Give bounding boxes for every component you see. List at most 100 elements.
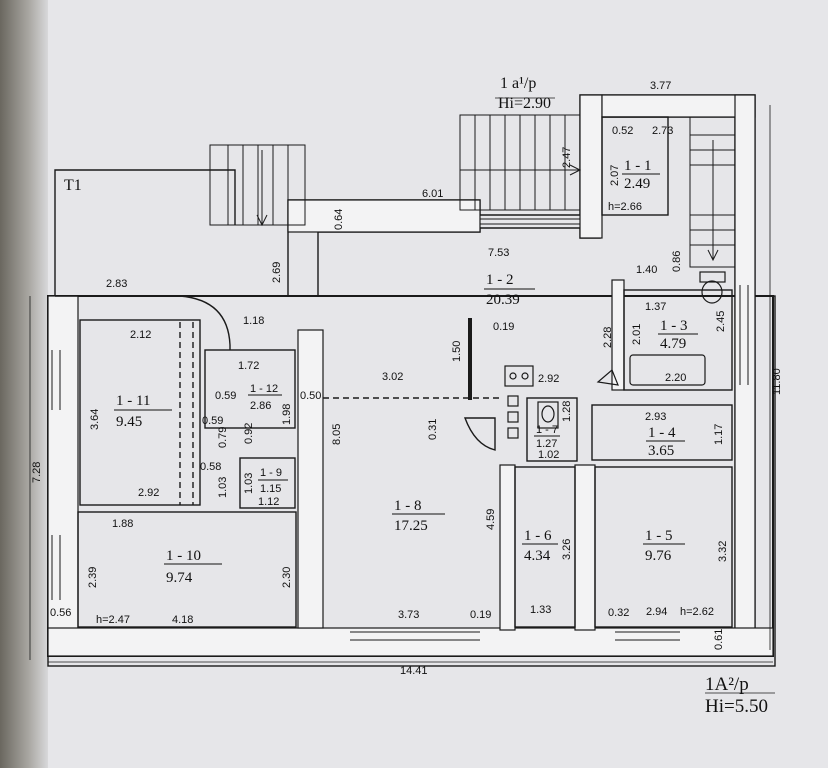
dim-label: 2.92 [138, 487, 159, 499]
room-1-11-outline [79, 319, 201, 506]
dim-label: 3.02 [382, 371, 403, 383]
dim-label: 1.72 [238, 360, 259, 372]
room-1-3-outline [623, 289, 733, 391]
wall-left-block [47, 295, 79, 632]
dim-label: 14.41 [400, 665, 428, 677]
dim-label: 8.05 [331, 424, 343, 445]
room-id: 1 - 7 [536, 424, 558, 436]
dim-label: 1.12 [258, 496, 279, 508]
room-area: 9.45 [116, 414, 142, 430]
dim-label: 1.50 [451, 341, 463, 362]
room-1-9: 1 - 9 1.15 [258, 467, 288, 495]
dim-label: 2.20 [665, 372, 686, 384]
toilet-icon [699, 271, 726, 304]
vent-icon [507, 395, 519, 439]
dim-label: 2.83 [106, 278, 127, 290]
dim-label: 2.01 [631, 324, 643, 345]
window [350, 631, 480, 641]
page-edge-shadow [0, 0, 48, 768]
stair-top [459, 114, 582, 211]
room-area: 1.27 [536, 438, 557, 450]
dim-label: 2.92 [538, 373, 559, 385]
stair-right [689, 116, 736, 268]
dim-label: 0.52 [612, 125, 633, 137]
window [480, 218, 580, 225]
dim-label: 0.64 [333, 209, 345, 230]
room-id: 1 - 2 [486, 272, 514, 288]
wall-right-outer [734, 94, 756, 656]
room-area: 9.76 [645, 548, 672, 564]
dim-label: 1.03 [243, 473, 255, 494]
wall-room5-left [574, 464, 596, 631]
room-1-9-outline [239, 457, 296, 509]
room-1-5-outline [594, 466, 733, 628]
dim-label: 2.30 [281, 567, 293, 588]
room-id: 1 - 11 [116, 393, 150, 409]
height-label-top: Hi=2.90 [498, 95, 551, 112]
room-area: 2.86 [250, 400, 271, 412]
room-area: 2.49 [624, 176, 650, 192]
dim-label: 0.31 [427, 419, 439, 440]
dim-label: 2.28 [602, 327, 614, 348]
sink-corner-icon [596, 368, 619, 386]
room-1-12: 1 - 12 2.86 [248, 383, 282, 412]
room-1-6: 1 - 6 4.34 [522, 528, 558, 564]
dim-label: 0.59 [202, 415, 223, 427]
dim-label: 1.33 [530, 604, 551, 616]
room-1-8: 1 - 8 17.25 [392, 498, 445, 534]
window [51, 535, 61, 600]
stair-left [209, 144, 306, 227]
dim-label: 2.69 [271, 262, 283, 283]
room-id: 1 - 3 [660, 318, 688, 334]
dim-label: 1.37 [645, 301, 666, 313]
block-label-bottom: 1А²/р [705, 674, 749, 695]
dim-label: 2.93 [645, 411, 666, 423]
dim-label: 2.73 [652, 125, 673, 137]
dim-label: 1.28 [561, 401, 573, 422]
dim-label: 1.03 [217, 477, 229, 498]
dim-label: 6.01 [422, 188, 443, 200]
dim-label: 1.17 [713, 424, 725, 445]
door-swing [463, 417, 496, 451]
dim-label: 0.59 [215, 390, 236, 402]
room-area: 20.39 [486, 292, 520, 308]
room-area: 17.25 [394, 518, 428, 534]
dimensions: 3.77 0.52 2.73 2.47 2.07 6.01 0.64 7.53 … [31, 80, 783, 677]
room-1-3: 1 - 3 4.79 [658, 318, 698, 352]
dim-label: 0.61 [713, 629, 725, 650]
dim-label: 3.64 [89, 409, 101, 430]
terrace-label: Т1 [64, 177, 82, 194]
dim-label: 3.73 [398, 609, 419, 621]
dim-label: 0.58 [200, 461, 221, 473]
room-area: 4.79 [660, 336, 686, 352]
room-1-4-outline [591, 404, 733, 461]
wall-top-left [287, 199, 481, 233]
room-area: 9.74 [166, 570, 193, 586]
room-height: h=2.66 [608, 201, 642, 213]
room-id: 1 - 6 [524, 528, 552, 544]
bathtub-icon [629, 354, 706, 386]
room-id: 1 - 9 [260, 467, 282, 479]
dim-label: 0.50 [300, 390, 321, 402]
dim-label: 1.02 [538, 449, 559, 461]
room-area: 3.65 [648, 443, 674, 459]
dim-label: 0.19 [493, 321, 514, 333]
room-1-5: 1 - 5 9.76 h=2.62 [643, 528, 714, 618]
dim-label: 0.32 [608, 607, 629, 619]
dim-label: 1.40 [636, 264, 657, 276]
room-id: 1 - 4 [648, 425, 676, 441]
block-label-top: 1 а¹/р [500, 75, 536, 92]
dim-label: 0.86 [671, 251, 683, 272]
dim-label: 1.98 [281, 404, 293, 425]
room-id: 1 - 1 [624, 158, 652, 174]
dim-label: 1.18 [243, 315, 264, 327]
dim-label: 0.79 [217, 427, 229, 448]
sink-icon [537, 401, 559, 429]
room-1-11: 1 - 11 9.45 [114, 393, 172, 430]
room-1-4: 1 - 4 3.65 [646, 425, 685, 459]
dim-label: 0.19 [470, 609, 491, 621]
wall-partition-v [297, 329, 324, 629]
dim-label: 3.26 [561, 539, 573, 560]
window [51, 350, 61, 410]
